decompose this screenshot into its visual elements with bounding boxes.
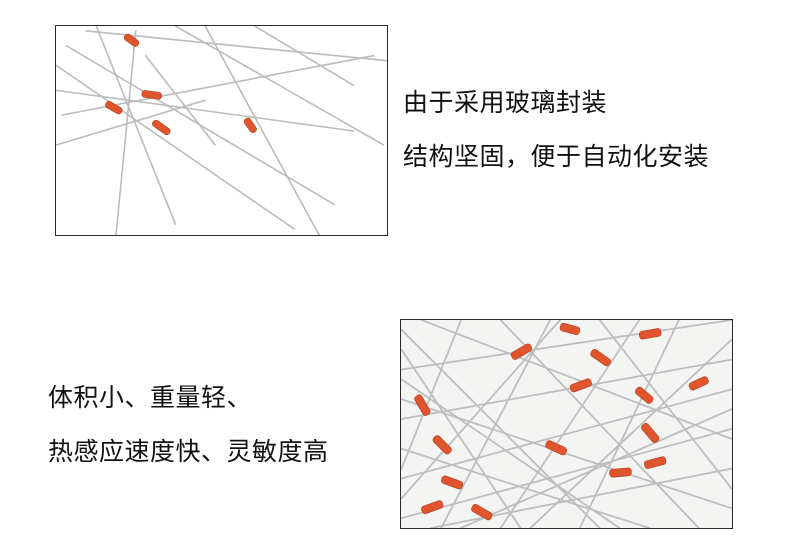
thermistor-illustration-top	[56, 26, 387, 235]
thermistor-illustration-bottom	[401, 320, 732, 528]
caption-fast-sensitive: 热感应速度快、灵敏度高	[48, 437, 329, 466]
caption-small-light: 体积小、重量轻、	[48, 383, 253, 412]
thermistor-photo-top	[55, 25, 388, 236]
caption-sturdy-structure: 结构坚固，便于自动化安装	[403, 142, 710, 171]
caption-glass-encapsulation: 由于采用玻璃封装	[403, 88, 608, 117]
thermistor-photo-bottom	[400, 319, 733, 529]
